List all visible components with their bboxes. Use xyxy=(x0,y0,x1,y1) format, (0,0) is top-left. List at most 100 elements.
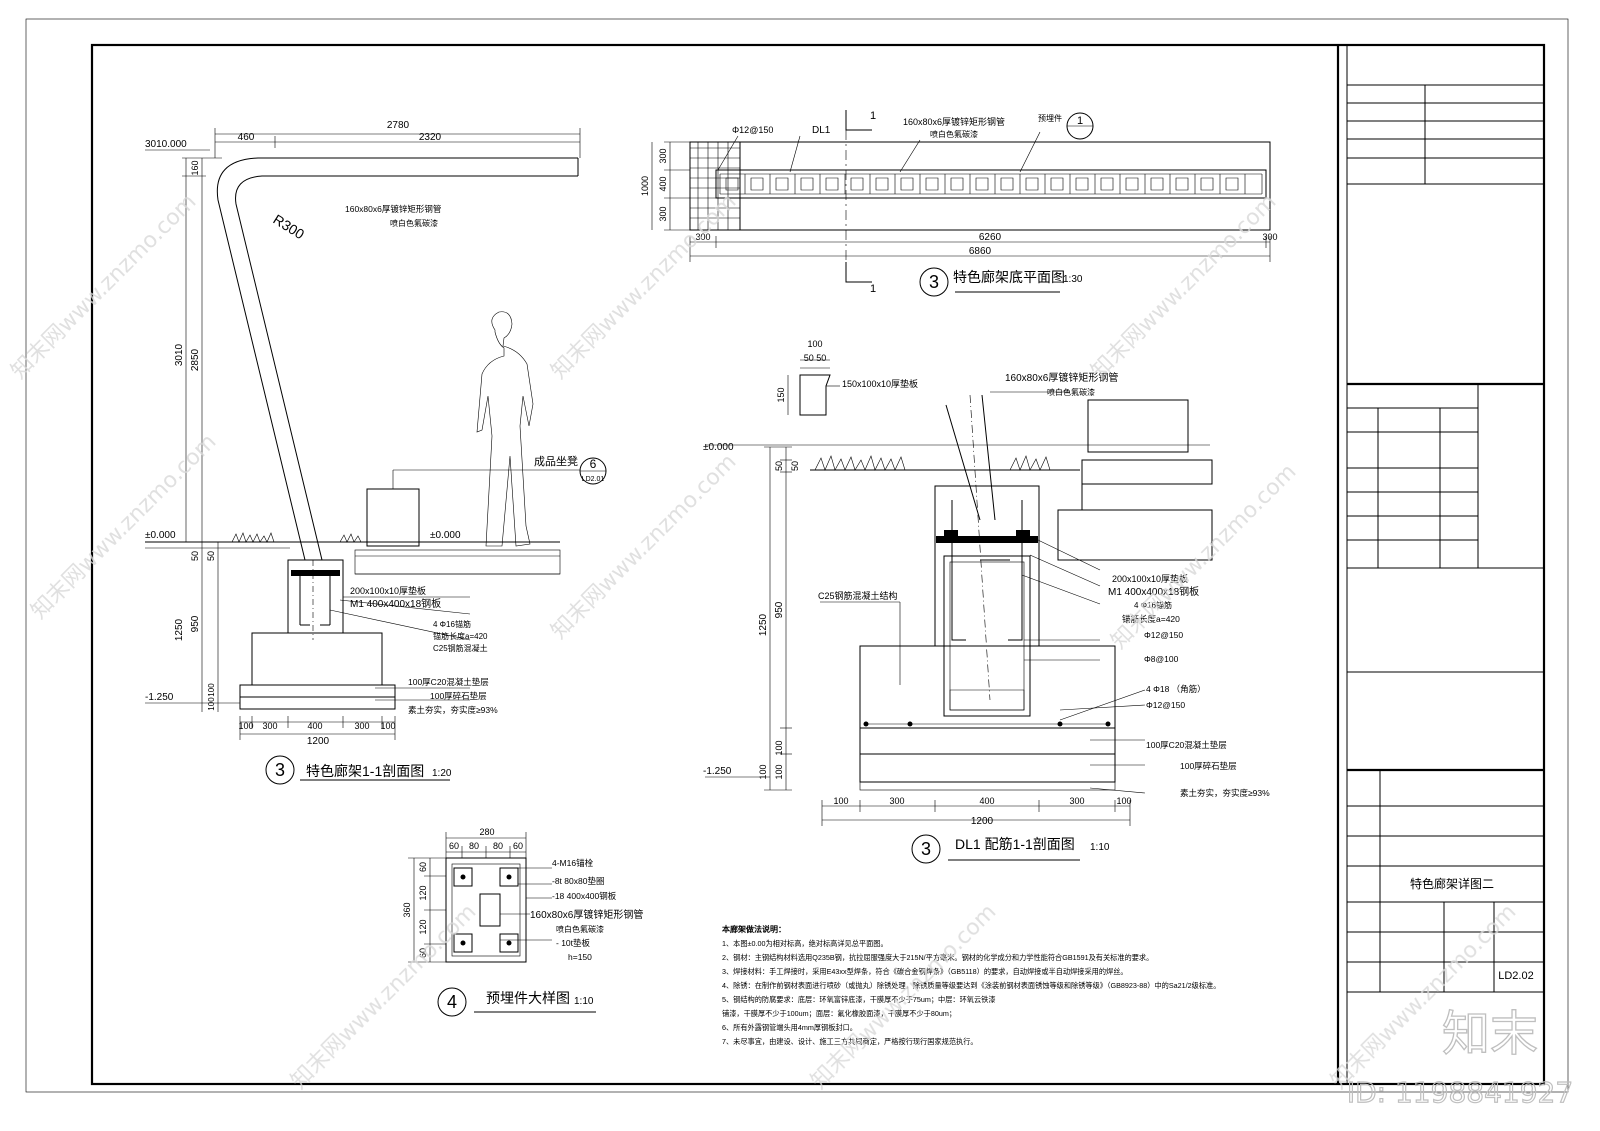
plan-dim-v-1: 400 xyxy=(658,176,668,191)
note-anchor-length: 锚筋长度a=420 xyxy=(433,631,488,641)
watermark-text-2: 知末网www.znzmo.com xyxy=(27,429,222,624)
dim-top-right: 2320 xyxy=(419,132,442,143)
spec-item-3: 3、焊接材料：手工焊接时，采用E43xx型焊条，符合《碳合金钢焊条》（GB511… xyxy=(722,967,1128,976)
dl1-dim-50b: 50 xyxy=(790,461,800,471)
dim-v-100b: 100 xyxy=(207,697,216,711)
note-plate: M1 400x400x18钢板 xyxy=(350,597,441,610)
spec-item-2: 2、钢材：主钢结构材料选用Q235B钢，抗拉屈服强度大于215N/平方毫米。钢材… xyxy=(722,953,1153,962)
watermark-text-1: 知末网www.znzmo.com xyxy=(7,189,202,384)
note-soil: 素土夯实，夯实度≥93% xyxy=(408,705,498,715)
embed-dim-left-1: 120 xyxy=(418,885,428,900)
plan-dim-h-right: 300 xyxy=(1262,232,1277,242)
dim-v-50b: 50 xyxy=(206,551,216,561)
plan-cut-top: 1 xyxy=(870,110,876,122)
watermark-text-6: 知末网www.znzmo.com xyxy=(1107,459,1302,654)
dim-bottom-total: 1200 xyxy=(307,736,330,747)
embed-dim-top-0: 60 xyxy=(449,841,459,851)
dl1-dim-bottom-4: 100 xyxy=(1116,796,1131,806)
dim-bottom-0: 100 xyxy=(238,721,253,731)
dl1-note-5: Φ8@100 xyxy=(1144,654,1179,664)
embed-dim-left-0: 60 xyxy=(418,862,428,872)
elevation-bottom: -1.250 xyxy=(145,692,174,703)
watermark-id: ID: 1198841927 xyxy=(1347,1076,1573,1109)
section-1-1-drawing xyxy=(145,128,607,785)
plan-mark: 3 xyxy=(929,272,939,292)
dl1-paint: 喷白色氟碳漆 xyxy=(1047,387,1095,397)
dl1-elev-bottom: -1.250 xyxy=(703,766,732,777)
pipe-note-1: 160x80x6厚镀锌矩形钢管 xyxy=(345,204,441,214)
embed-note-4: 喷白色氟碳漆 xyxy=(556,924,604,934)
plan-cut-bottom: 1 xyxy=(870,283,876,295)
dl1-dim-bottom-2: 400 xyxy=(979,796,994,806)
dl1-pad-width: 100 xyxy=(807,339,822,349)
elevation-top: 3010.000 xyxy=(145,139,187,150)
embed-dim-top-total: 280 xyxy=(479,827,494,837)
bench-ref-number: 6 xyxy=(590,457,597,471)
embed-dim-left-total: 360 xyxy=(402,902,412,917)
watermark-text-9: 知末网www.znzmo.com xyxy=(1327,899,1522,1094)
dl1-pad-width-split: 50 50 xyxy=(804,353,827,363)
sheet-inner-border xyxy=(90,43,1546,1086)
dl1-note-2: 4 Φ16锚筋 xyxy=(1134,600,1172,610)
dim-bottom-4: 100 xyxy=(380,721,395,731)
dl1-dim-50a: 50 xyxy=(774,461,784,471)
title-block-drawing-number: LD2.02 xyxy=(1498,970,1533,982)
embed-mark: 4 xyxy=(447,992,457,1012)
sheet-outer-border xyxy=(25,18,1569,1093)
plan-drawing xyxy=(651,110,1271,297)
plan-title: 特色廊架底平面图 xyxy=(953,269,1065,285)
dl1-note-1: M1 400x400x18钢板 xyxy=(1108,585,1199,598)
radius-label: R300 xyxy=(270,211,307,242)
dl1-note-9: 100厚碎石垫层 xyxy=(1180,761,1237,771)
dl1-section-drawing xyxy=(705,359,1213,864)
dl1-dim-bottom-total: 1200 xyxy=(971,816,994,827)
plan-dl1: DL1 xyxy=(812,125,831,136)
dl1-concrete: C25钢筋混凝土结构 xyxy=(818,590,898,601)
dl1-note-7: Φ12@150 xyxy=(1146,700,1185,710)
dl1-note-3: 锚筋长度a=420 xyxy=(1122,614,1180,624)
elevation-zero-right: ±0.000 xyxy=(430,530,461,541)
dl1-dim-bottom-3: 300 xyxy=(1069,796,1084,806)
dl1-dim-bottom-1: 300 xyxy=(889,796,904,806)
plan-paint: 喷白色氟碳漆 xyxy=(930,129,978,139)
embed-note-5: - 10t垫板 xyxy=(556,938,591,948)
note-anchor: 4 Φ16锚筋 xyxy=(433,619,471,629)
plan-dim-h-total: 6860 xyxy=(969,246,992,257)
spec-item-1: 1、本图±0.00为相对标高，绝对标高详见总平面图。 xyxy=(722,939,888,948)
watermark-brand-logo: 知末 xyxy=(1442,1006,1538,1062)
section-mark: 3 xyxy=(275,760,285,780)
title-block xyxy=(1336,45,1544,1084)
embed-dim-top-2: 80 xyxy=(493,841,503,851)
dl1-pad-height: 150 xyxy=(776,387,786,402)
embed-dim-left-2: 120 xyxy=(418,919,428,934)
pipe-note-2: 喷白色氟碳漆 xyxy=(390,218,438,228)
dl1-note-10: 素土夯实，夯实度≥93% xyxy=(1180,788,1270,798)
dl1-note-0: 200x100x10厚垫板 xyxy=(1112,573,1188,584)
dim-bottom-1: 300 xyxy=(262,721,277,731)
dl1-dim-100c: 100 xyxy=(758,764,768,779)
dl1-dim-1250: 1250 xyxy=(758,613,769,636)
dim-v-100a: 100 xyxy=(207,683,216,697)
note-gravel: 100厚碎石垫层 xyxy=(430,691,487,701)
dl1-note-8: 100厚C20混凝土垫层 xyxy=(1146,740,1227,750)
note-cushion: 100厚C20混凝土垫层 xyxy=(408,677,489,687)
note-pad: 200x100x10厚垫板 xyxy=(350,585,426,596)
dim-top-left: 460 xyxy=(238,132,255,143)
plan-embed: 预埋件 xyxy=(1038,113,1062,123)
dl1-dim-950: 950 xyxy=(774,601,785,618)
plan-dim-v-0: 300 xyxy=(658,148,668,163)
dl1-dim-bottom-0: 100 xyxy=(833,796,848,806)
dl1-note-6: 4 Φ18 （角筋） xyxy=(1146,684,1206,694)
embed-dim-left-3: 60 xyxy=(418,948,428,958)
embed-note-2: -18 400x400钢板 xyxy=(552,891,617,901)
dim-v-3010: 3010 xyxy=(174,343,185,366)
dl1-title: DL1 配筋1-1剖面图 xyxy=(955,836,1075,852)
plan-dim-v-total: 1000 xyxy=(640,176,650,196)
dim-top-total: 2780 xyxy=(387,120,410,131)
elevation-zero-left: ±0.000 xyxy=(145,530,176,541)
watermark-text-3: 知末网www.znzmo.com xyxy=(547,189,742,384)
watermark-text-5: 知末网www.znzmo.com xyxy=(1087,189,1282,384)
watermark-text-4: 知末网www.znzmo.com xyxy=(547,449,742,644)
spec-item-5b: 铺漆，干膜厚不少于100um；面层：氟化橡胶面漆，干膜厚不少于80um； xyxy=(722,1009,956,1018)
